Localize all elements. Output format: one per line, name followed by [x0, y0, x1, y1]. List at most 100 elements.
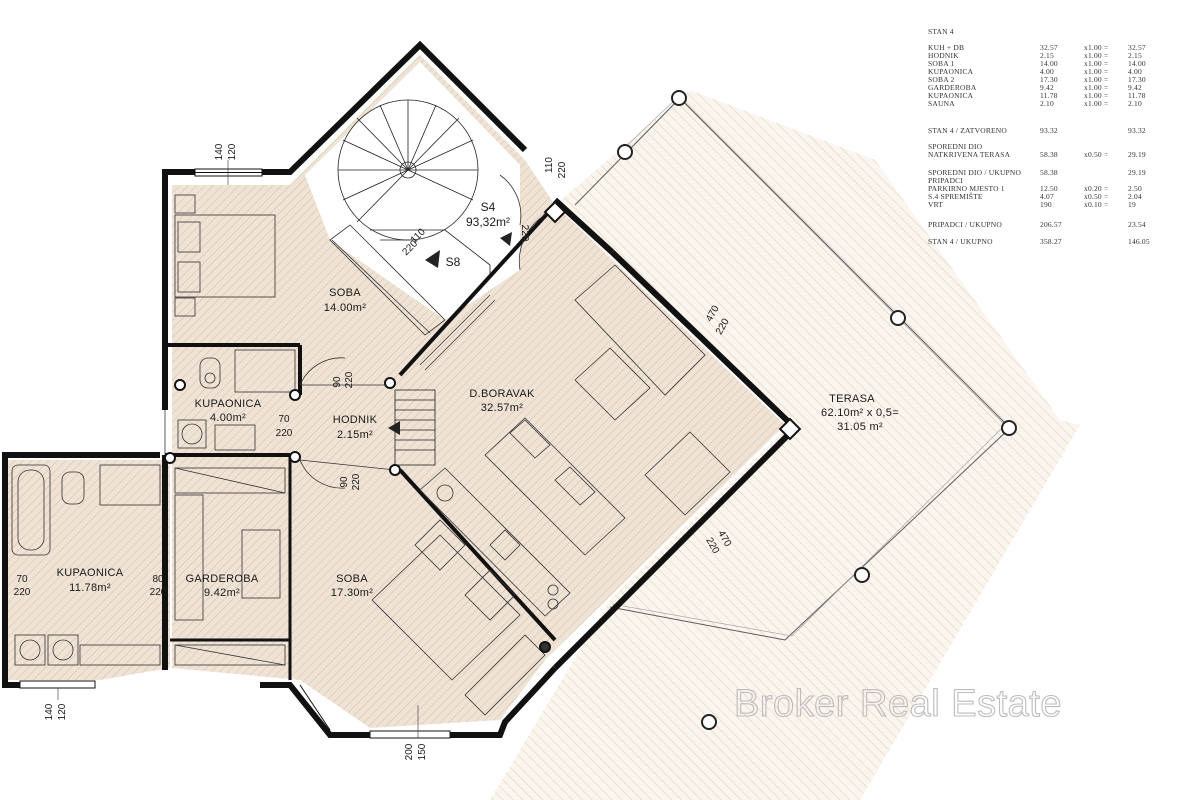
dim-win-soba2-b: 150 [417, 743, 428, 760]
bathtub-kup2 [11, 464, 51, 556]
window-soba2-diag [299, 684, 331, 731]
table-row-1-name: HODNIK [928, 51, 959, 60]
stair-label-s8: S8 [446, 255, 461, 269]
dim-win-soba2-a: 200 [404, 743, 415, 760]
pripadci-ukupno-label: PRIPADCI / UKUPNO [928, 220, 1002, 229]
table-row-0-area: 32.57 [1040, 43, 1058, 52]
sporedni-ukupno-label-2: PRIPADCI [928, 176, 963, 185]
sporedni-ukupno-label-1: SPOREDNI DIO / UKUPNO [928, 168, 1022, 177]
spiral-stair [337, 99, 479, 241]
table-row-7-name: SAUNA [928, 99, 955, 108]
table-row-2-result: 14.00 [1128, 59, 1146, 68]
stair-landing [370, 229, 491, 275]
pripadci-row-2-name: VRT [928, 200, 943, 209]
dim-door-soba2-b: 220 [351, 473, 362, 490]
room-label-hodnik: HODNIK [333, 414, 378, 426]
room-label-soba1: SOBA [329, 287, 361, 299]
table-row-3-factor: x1.00 = [1084, 67, 1108, 76]
room-label-soba2: SOBA [336, 573, 368, 585]
pripadci-ukupno-area: 206.57 [1040, 220, 1062, 229]
table-row-5-result: 9.42 [1128, 83, 1142, 92]
dim-door-stair-a: 110 [544, 157, 555, 173]
bed-soba1 [174, 214, 276, 298]
table-row-2-area: 14.00 [1040, 59, 1058, 68]
stan-ukupno-result: 146.05 [1128, 237, 1150, 246]
room-label-terasa: TERASA [829, 393, 875, 405]
zatvoreno-label: STAN 4 / ZATVORENO [928, 126, 1007, 135]
table-row-4-result: 17.30 [1128, 75, 1146, 84]
table-row-4-factor: x1.00 = [1084, 75, 1108, 84]
dim-door-kup1-a: 70 [278, 414, 290, 425]
dim-win-bot-b: 120 [57, 703, 68, 720]
dim-door-gard-a: 80 [152, 574, 164, 585]
wardrobe-soba2 [464, 634, 546, 716]
table-row-1-result: 2.15 [1128, 51, 1142, 60]
table-row-3-area: 4.00 [1040, 67, 1054, 76]
shower-kup1 [234, 349, 296, 393]
room-area-kupaonica2: 11.78m² [69, 582, 111, 594]
room-area-terasa-2: 31.05 m² [837, 421, 883, 433]
room-area-soba1: 14.00m² [324, 302, 366, 314]
pripadci-row-1-area: 4.07 [1040, 192, 1054, 201]
table-row-2-factor: x1.00 = [1084, 59, 1108, 68]
table-row-5-area: 9.42 [1040, 83, 1054, 92]
wardrobe-garderoba [174, 494, 204, 621]
sofa-boravak [574, 264, 706, 396]
room-label-kupaonica1: KUPAONICA [195, 398, 262, 410]
pripadci-row-0-name: PARKIRNO MJESTO 1 [928, 184, 1005, 193]
sporedni-ukupno-area: 58.38 [1040, 168, 1058, 177]
stair-arrow-icon [388, 421, 400, 435]
stan-ukupno-area: 358.27 [1040, 237, 1062, 246]
sporedni-label-2: NATKRIVENA TERASA [928, 150, 1011, 159]
stair-label-s4: S4 [481, 200, 496, 214]
toilet-kup2 [61, 471, 85, 505]
pripadci-row-2-factor: x0.10 = [1084, 200, 1108, 209]
room-area-terasa-1: 62.10m² x 0,5= [821, 407, 899, 419]
table-row-3-name: KUPAONICA [928, 67, 974, 76]
furniture [11, 194, 731, 716]
table-row-5-factor: x1.00 = [1084, 83, 1108, 92]
room-area-kupaonica1: 4.00m² [210, 412, 246, 424]
sporedni-area: 58.38 [1040, 150, 1058, 159]
room-label-garderoba: GARDEROBA [186, 573, 259, 585]
pripadci-ukupno-result: 23.54 [1128, 220, 1146, 229]
room-label-boravak: D.BORAVAK [469, 388, 535, 400]
dining-table [484, 417, 626, 556]
table-row-1-area: 2.15 [1040, 51, 1054, 60]
interior-floor-left [8, 460, 170, 680]
window-top-soba [194, 168, 263, 177]
dim-door-kup2-a: 70 [16, 574, 28, 585]
pripadci-row-1-result: 2.04 [1128, 192, 1142, 201]
table-row-1-factor: x1.00 = [1084, 51, 1108, 60]
pripadci-row-2-area: 190 [1040, 200, 1052, 209]
pripadci-row-2-result: 19 [1128, 200, 1136, 209]
pripadci-row-0-result: 2.50 [1128, 184, 1142, 193]
pripadci-row-1-factor: x0.50 = [1084, 192, 1108, 201]
window-bottom-kupaonica [19, 680, 96, 689]
sporedni-factor: x0.50 = [1084, 150, 1108, 159]
table-row-0-result: 32.57 [1128, 43, 1146, 52]
stair-area [305, 62, 520, 320]
pripadci-row-1-name: S.4 SPREMIŠTE [928, 192, 983, 201]
table-row-5-name: GARDEROBA [928, 83, 977, 92]
table-row-0-factor: x1.00 = [1084, 43, 1108, 52]
table-title: STAN 4 [928, 27, 954, 36]
sink-kup1 [214, 424, 256, 451]
sporedni-label-1: SPOREDNI DIO [928, 142, 983, 151]
room-area-garderoba: 9.42m² [204, 587, 240, 599]
dim-win-bot-a: 140 [44, 703, 55, 720]
dim-door-kup1-b: 220 [276, 428, 293, 439]
terrace-columns [617, 90, 1017, 730]
stan-ukupno-label: STAN 4 / UKUPNO [928, 237, 993, 246]
table-row-7-result: 2.10 [1128, 99, 1142, 108]
door-posts [164, 200, 802, 653]
dim-win-top-a: 140 [214, 143, 225, 160]
wardrobe-soba1 [329, 224, 446, 336]
table-row-6-result: 11.78 [1128, 91, 1146, 100]
window-soba2 [369, 730, 451, 739]
table-row-3-result: 4.00 [1128, 67, 1142, 76]
table-row-4-area: 17.30 [1040, 75, 1058, 84]
stair-direction-icon-2 [500, 232, 512, 246]
